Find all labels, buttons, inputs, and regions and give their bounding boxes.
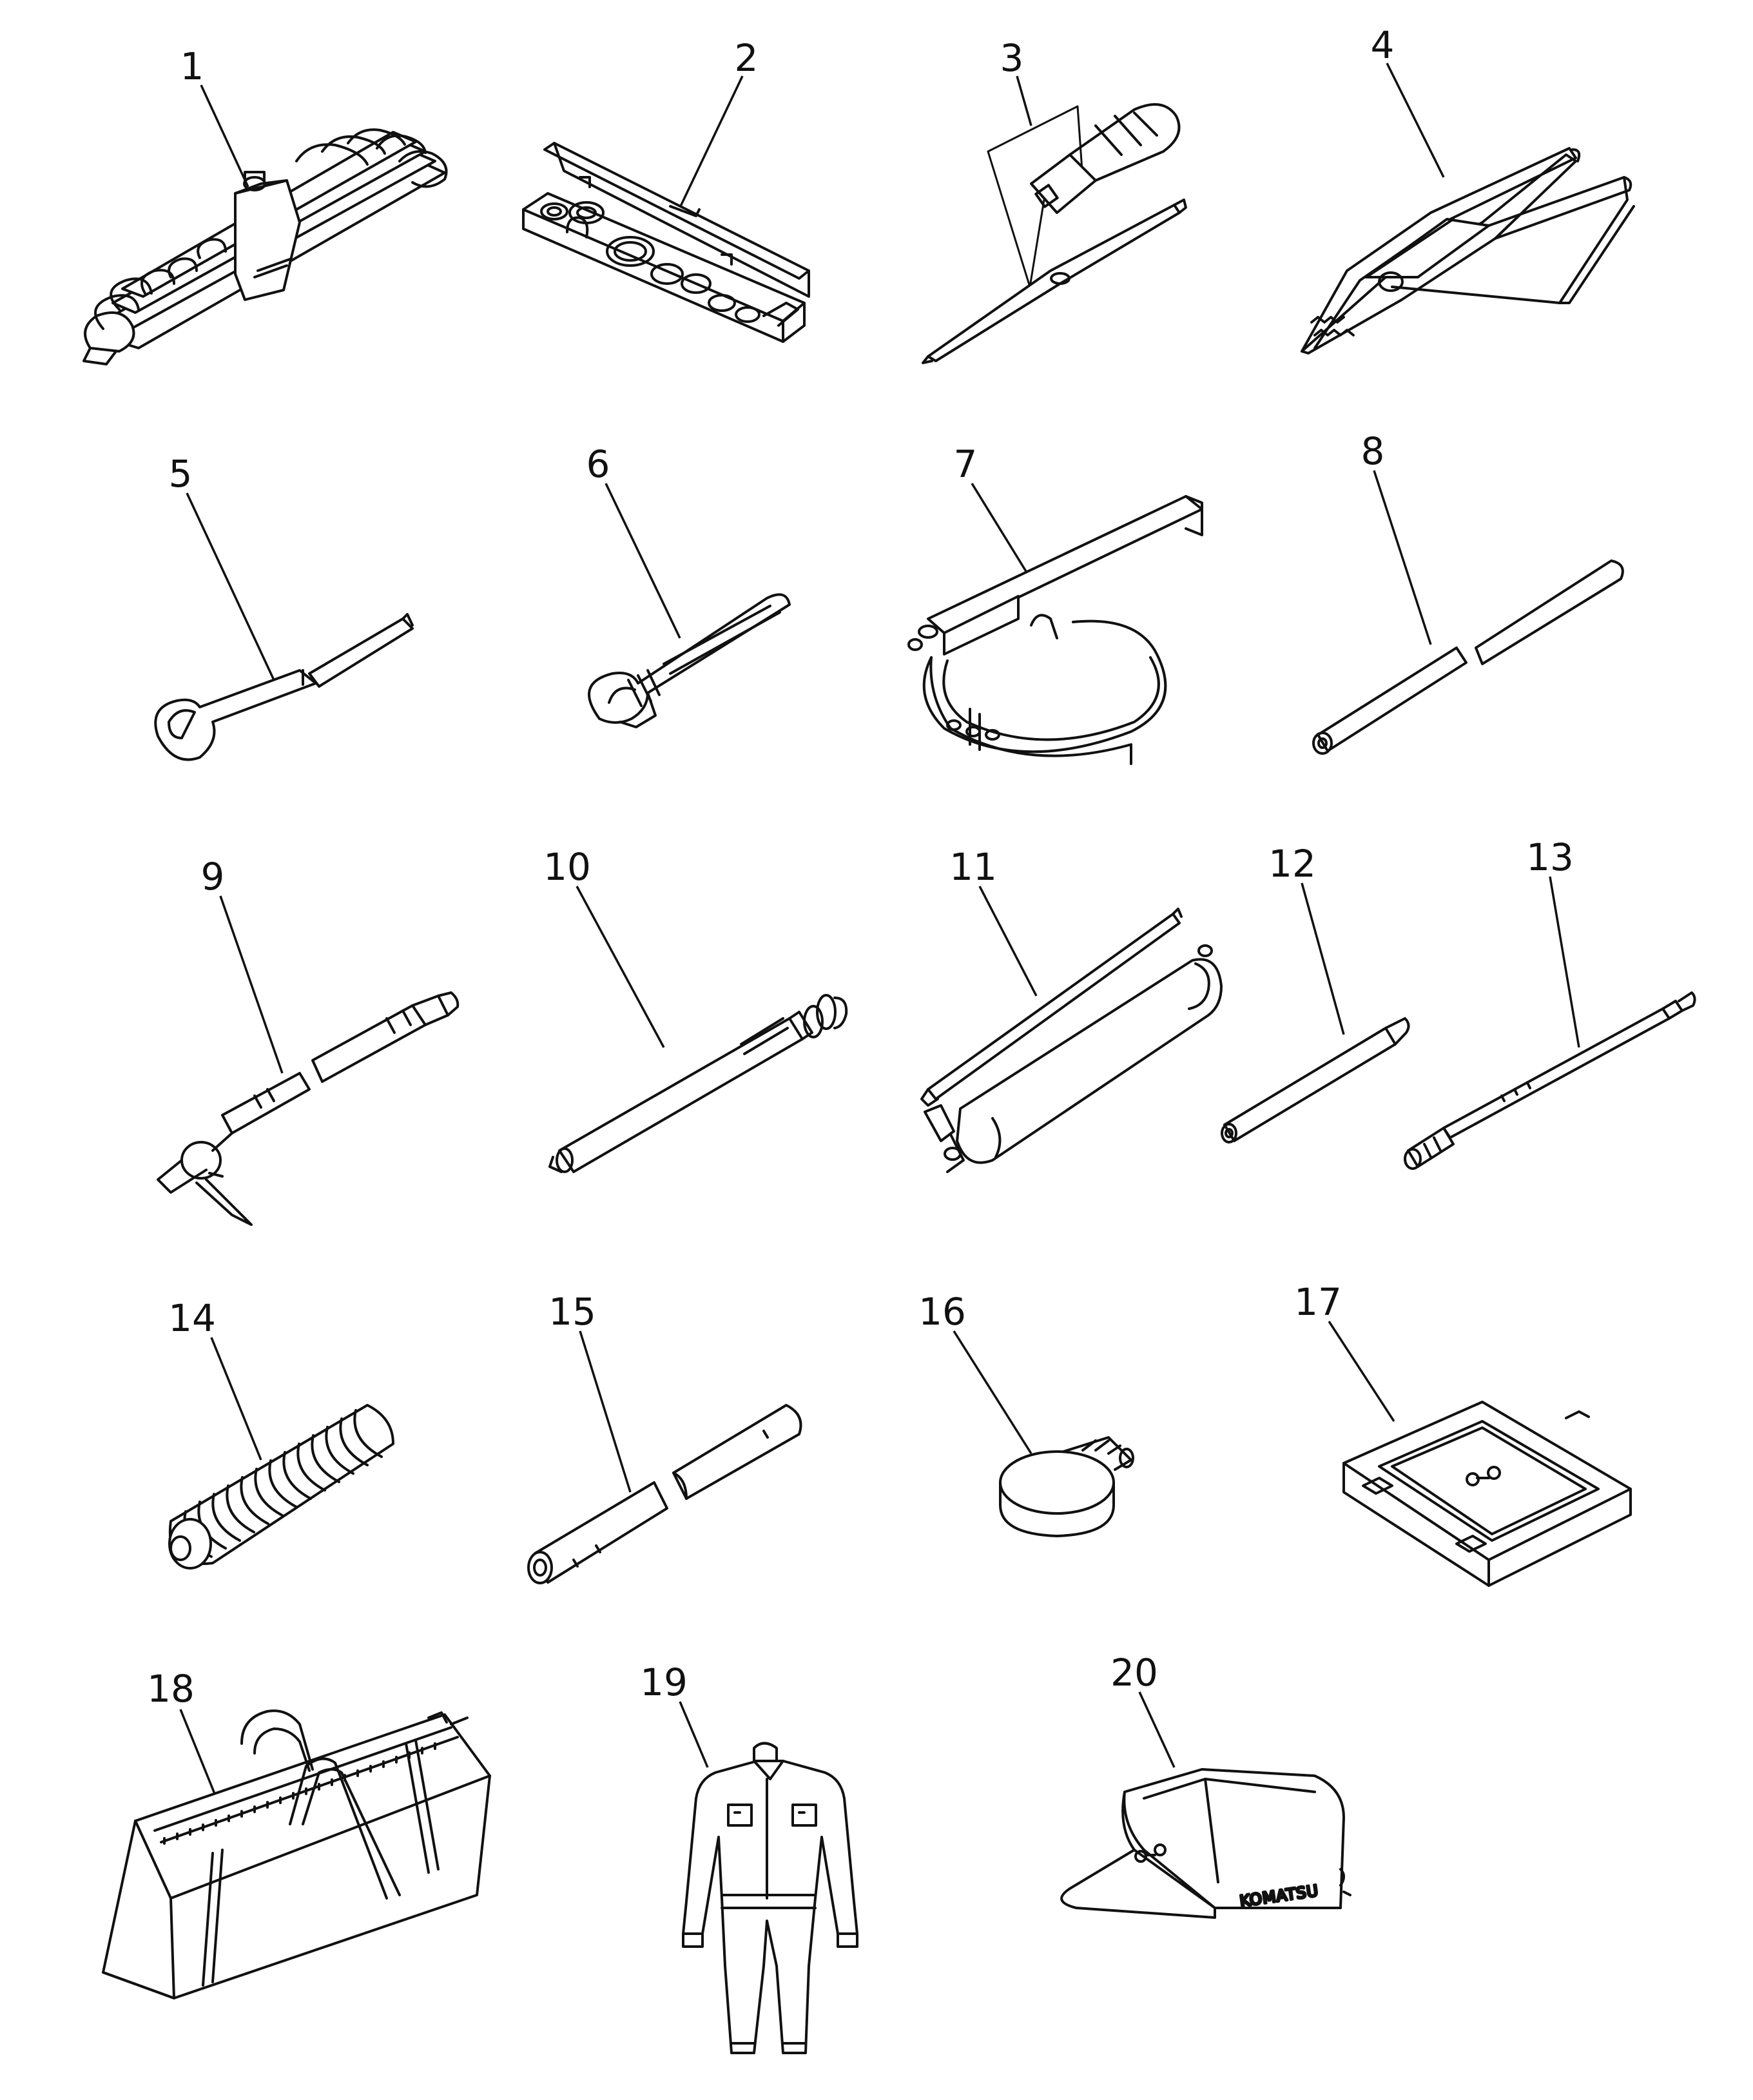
label-17: 17 [1294,1280,1342,1324]
leader-3 [1016,75,1032,126]
label-20: 20 [1110,1651,1158,1695]
leader-19 [679,1701,709,1768]
leader-20 [1138,1691,1176,1768]
label-11: 11 [949,845,997,889]
leader-15 [579,1330,632,1493]
label-8: 8 [1361,429,1385,473]
label-18: 18 [147,1667,195,1711]
leader-5 [186,492,275,681]
leader-10 [576,886,665,1048]
item-13-extension-bar: 13 [1404,835,1696,1170]
leader-2 [679,75,744,208]
item-1-wrench-set: 1 [82,44,448,365]
item-17-case: 17 [1294,1280,1632,1587]
label-6: 6 [586,442,610,486]
leader-18 [179,1709,220,1805]
leader-6 [605,483,681,639]
label-1: 1 [180,44,204,88]
leader-7 [971,483,1028,573]
item-14-coiled-hose: 14 [168,1296,394,1570]
item-18-tool-bag: 18 [102,1667,491,1999]
leader-9 [219,895,284,1074]
label-4: 4 [1371,23,1395,67]
hose-coils [168,1404,394,1570]
label-16: 16 [918,1290,966,1334]
label-15: 15 [548,1290,596,1334]
item-10-rod: 10 [543,845,848,1173]
leader-12 [1301,882,1345,1035]
leader-1 [200,84,249,188]
leader-17 [1328,1321,1395,1422]
label-13: 13 [1526,835,1574,879]
leader-13 [1549,876,1580,1048]
leader-4 [1386,63,1445,178]
item-5-wrench: 5 [154,452,414,761]
label-14: 14 [168,1296,216,1340]
leader-16 [953,1330,1032,1454]
label-10: 10 [543,845,591,889]
label-5: 5 [169,452,193,496]
item-8-pipe: 8 [1312,429,1624,755]
item-9-torque-tool: 9 [157,855,460,1226]
item-4-pliers: 4 [1301,23,1635,355]
label-7: 7 [954,442,978,486]
label-12: 12 [1268,842,1316,886]
item-15-tube: 15 [527,1290,802,1584]
leader-11 [978,886,1038,997]
item-19-coveralls: 19 [640,1660,858,2054]
item-20-cap: 20 KOMATSU [1060,1651,1351,1919]
leader-8 [1373,470,1432,645]
item-3-screwdriver: 3 [922,36,1187,364]
label-9: 9 [201,855,225,899]
item-2-socket-set-box: 2 [522,36,810,343]
item-12-extension: 12 [1221,842,1410,1143]
label-19: 19 [640,1660,688,1704]
item-6-adjustable-wrench: 6 [586,442,791,728]
item-7-filter-wrench: 7 [907,442,1203,765]
label-2: 2 [735,36,759,80]
item-11-grease-gun: 11 [920,845,1223,1173]
label-3: 3 [1000,36,1024,80]
leader-14 [210,1337,262,1461]
item-16-hose-clamp: 16 [918,1290,1134,1537]
